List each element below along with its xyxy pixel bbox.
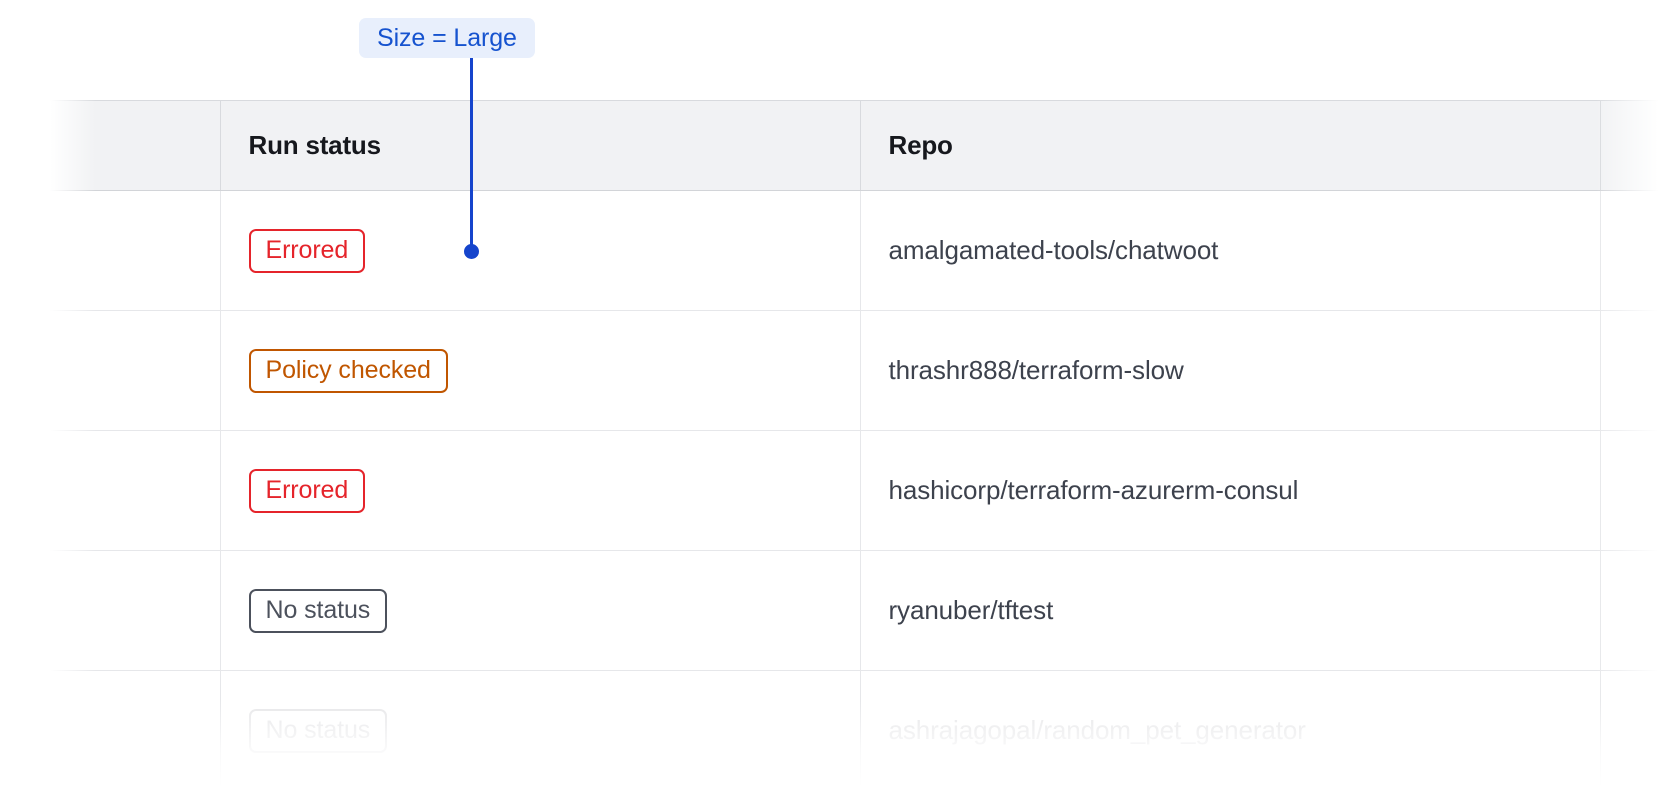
- row-extra-cell: [1600, 430, 1672, 551]
- repo-name[interactable]: ryanuber/tftest: [888, 595, 1054, 625]
- row-select-cell[interactable]: [45, 550, 221, 671]
- column-header-repo[interactable]: Repo: [860, 100, 1601, 191]
- status-badge: No status: [248, 708, 388, 753]
- repo-name[interactable]: amalgamated-tools/chatwoot: [888, 235, 1219, 265]
- row-select-cell[interactable]: [45, 190, 221, 311]
- status-badge: Errored: [248, 468, 366, 513]
- repo-name[interactable]: hashicorp/terraform-azurerm-consul: [888, 475, 1299, 505]
- table-scroll-viewport[interactable]: Run status Repo Errored amalgamated-tools…: [0, 100, 1672, 788]
- row-select-cell[interactable]: [45, 430, 221, 551]
- runs-table: Run status Repo Errored amalgamated-tools…: [45, 100, 1672, 788]
- row-extra-cell: [1600, 670, 1672, 788]
- repo-cell: amalgamated-tools/chatwoot: [860, 190, 1601, 311]
- table-row[interactable]: Errored hashicorp/terraform-azurerm-consu…: [45, 430, 1672, 551]
- row-extra-cell: [1600, 310, 1672, 431]
- status-badge: Errored: [248, 228, 366, 273]
- run-status-cell: Policy checked: [220, 310, 861, 431]
- row-select-cell[interactable]: [45, 310, 221, 431]
- run-status-cell: Errored: [220, 190, 861, 311]
- table-header: Run status Repo: [45, 100, 1672, 191]
- table-row[interactable]: Errored amalgamated-tools/chatwoot: [45, 190, 1672, 311]
- table-row[interactable]: Policy checked thrashr888/terraform-slow: [45, 310, 1672, 431]
- repo-cell: ryanuber/tftest: [860, 550, 1601, 671]
- run-status-cell: No status: [220, 550, 861, 671]
- row-extra-cell: [1600, 550, 1672, 671]
- column-header-run-status[interactable]: Run status: [220, 100, 861, 191]
- repo-cell: hashicorp/terraform-azurerm-consul: [860, 430, 1601, 551]
- table-row[interactable]: No status ryanuber/tftest: [45, 550, 1672, 671]
- table-row[interactable]: No status ashrajagopal/random_pet_generat…: [45, 670, 1672, 788]
- repo-cell: ashrajagopal/random_pet_generator: [860, 670, 1601, 788]
- annotation-label-pill[interactable]: Size = Large: [359, 18, 535, 58]
- table-header-row: Run status Repo: [45, 100, 1672, 191]
- repo-cell: thrashr888/terraform-slow: [860, 310, 1601, 431]
- run-status-cell: Errored: [220, 430, 861, 551]
- column-header-extra: [1600, 100, 1672, 191]
- repo-name[interactable]: ashrajagopal/random_pet_generator: [888, 715, 1306, 745]
- repo-name[interactable]: thrashr888/terraform-slow: [888, 355, 1184, 385]
- row-extra-cell: [1600, 190, 1672, 311]
- status-badge: Policy checked: [248, 348, 448, 393]
- status-badge: No status: [248, 588, 388, 633]
- column-header-select: [45, 100, 221, 191]
- row-select-cell[interactable]: [45, 670, 221, 788]
- run-status-cell: No status: [220, 670, 861, 788]
